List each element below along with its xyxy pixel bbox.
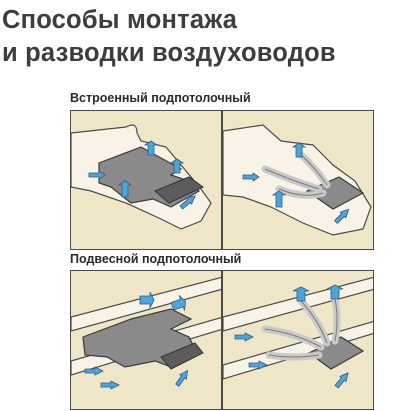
airflow-arrow-icon (175, 369, 189, 387)
airflow-arrow-icon (100, 380, 120, 390)
airflow-arrow-icon (333, 208, 350, 225)
built-in-ducted-panel (70, 110, 222, 250)
suspended-ducted-branched-panel (222, 270, 374, 410)
section-label-built-in: Встроенный подпотолочный (70, 91, 251, 105)
airflow-arrow-icon (271, 190, 287, 208)
airflow-arrow-icon (291, 142, 307, 158)
airflow-arrow-icon (326, 284, 344, 300)
section-label-suspended: Подвесной подпотолочный (70, 252, 242, 266)
airflow-arrow-icon (84, 366, 104, 376)
title-line-2: и разводки воздуховодов (2, 39, 336, 67)
airflow-arrow-icon (242, 172, 260, 182)
return-grille (154, 176, 204, 204)
ceiling-beam (223, 276, 373, 332)
airflow-arrow-icon (248, 360, 268, 370)
airflow-arrow-icon (179, 195, 196, 210)
airflow-arrow-icon (234, 332, 254, 342)
title-line-1: Способы монтажа (2, 6, 238, 34)
return-grille (160, 342, 204, 370)
airflow-arrow-icon (88, 170, 106, 180)
airflow-arrow-icon (143, 140, 159, 156)
airflow-arrow-icon (139, 291, 155, 309)
airflow-arrow-icon (334, 372, 349, 389)
built-in-ducted-branched-panel (222, 110, 374, 250)
airflow-arrow-icon (292, 286, 310, 302)
suspended-ducted-panel (70, 270, 222, 410)
page-title: Способы монтажа и разводки воздуховодов (2, 4, 336, 70)
airflow-arrow-icon (169, 158, 185, 174)
airflow-arrow-icon (117, 180, 133, 198)
airflow-arrow-icon (170, 295, 186, 311)
